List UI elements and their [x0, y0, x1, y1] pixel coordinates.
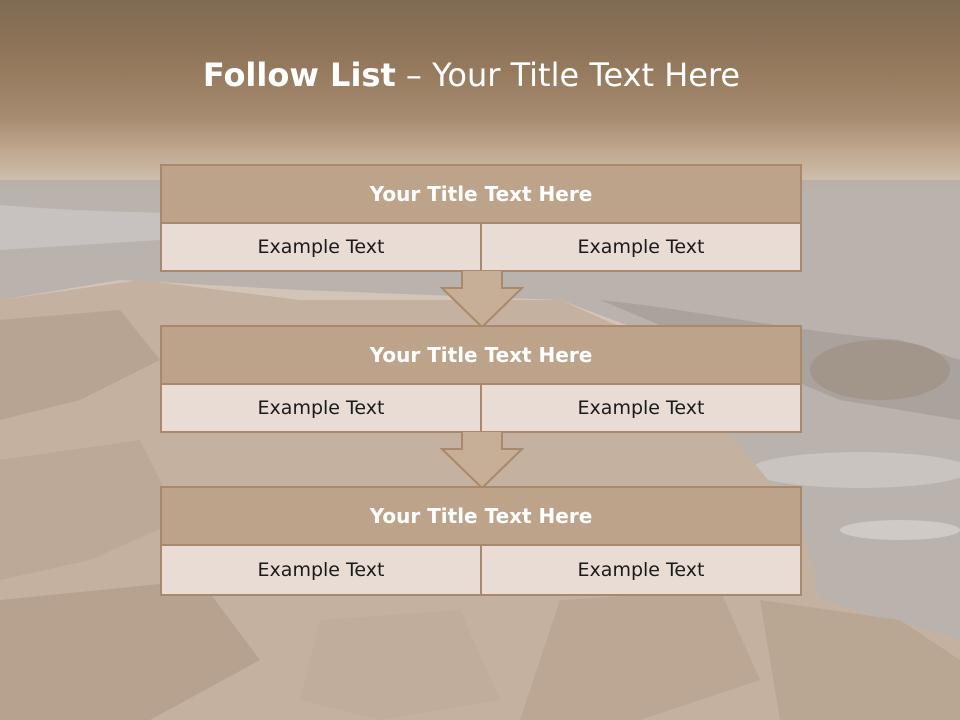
- title-rest: Your Title Text Here: [432, 56, 741, 94]
- block-row: Example Text Example Text: [162, 546, 800, 594]
- block-title: Your Title Text Here: [162, 488, 800, 546]
- down-arrow-icon: [440, 431, 524, 490]
- block-title: Your Title Text Here: [162, 166, 800, 224]
- block-cell-right: Example Text: [480, 385, 800, 431]
- block-row: Example Text Example Text: [162, 385, 800, 431]
- list-block-3: Your Title Text Here Example Text Exampl…: [160, 486, 802, 596]
- slide-title: Follow List – Your Title Text Here: [0, 52, 943, 98]
- list-block-2: Your Title Text Here Example Text Exampl…: [160, 325, 802, 433]
- block-cell-right: Example Text: [480, 224, 800, 270]
- block-cell-left: Example Text: [257, 397, 385, 419]
- block-cell-left: Example Text: [257, 236, 385, 258]
- block-cell-left: Example Text: [257, 559, 385, 581]
- block-title: Your Title Text Here: [162, 327, 800, 385]
- header-band: [0, 0, 960, 190]
- title-separator: –: [395, 56, 433, 94]
- down-arrow-icon: [440, 270, 524, 329]
- list-block-1: Your Title Text Here Example Text Exampl…: [160, 164, 802, 272]
- block-row: Example Text Example Text: [162, 224, 800, 270]
- block-cell-right: Example Text: [480, 546, 800, 594]
- title-bold: Follow List: [202, 56, 396, 94]
